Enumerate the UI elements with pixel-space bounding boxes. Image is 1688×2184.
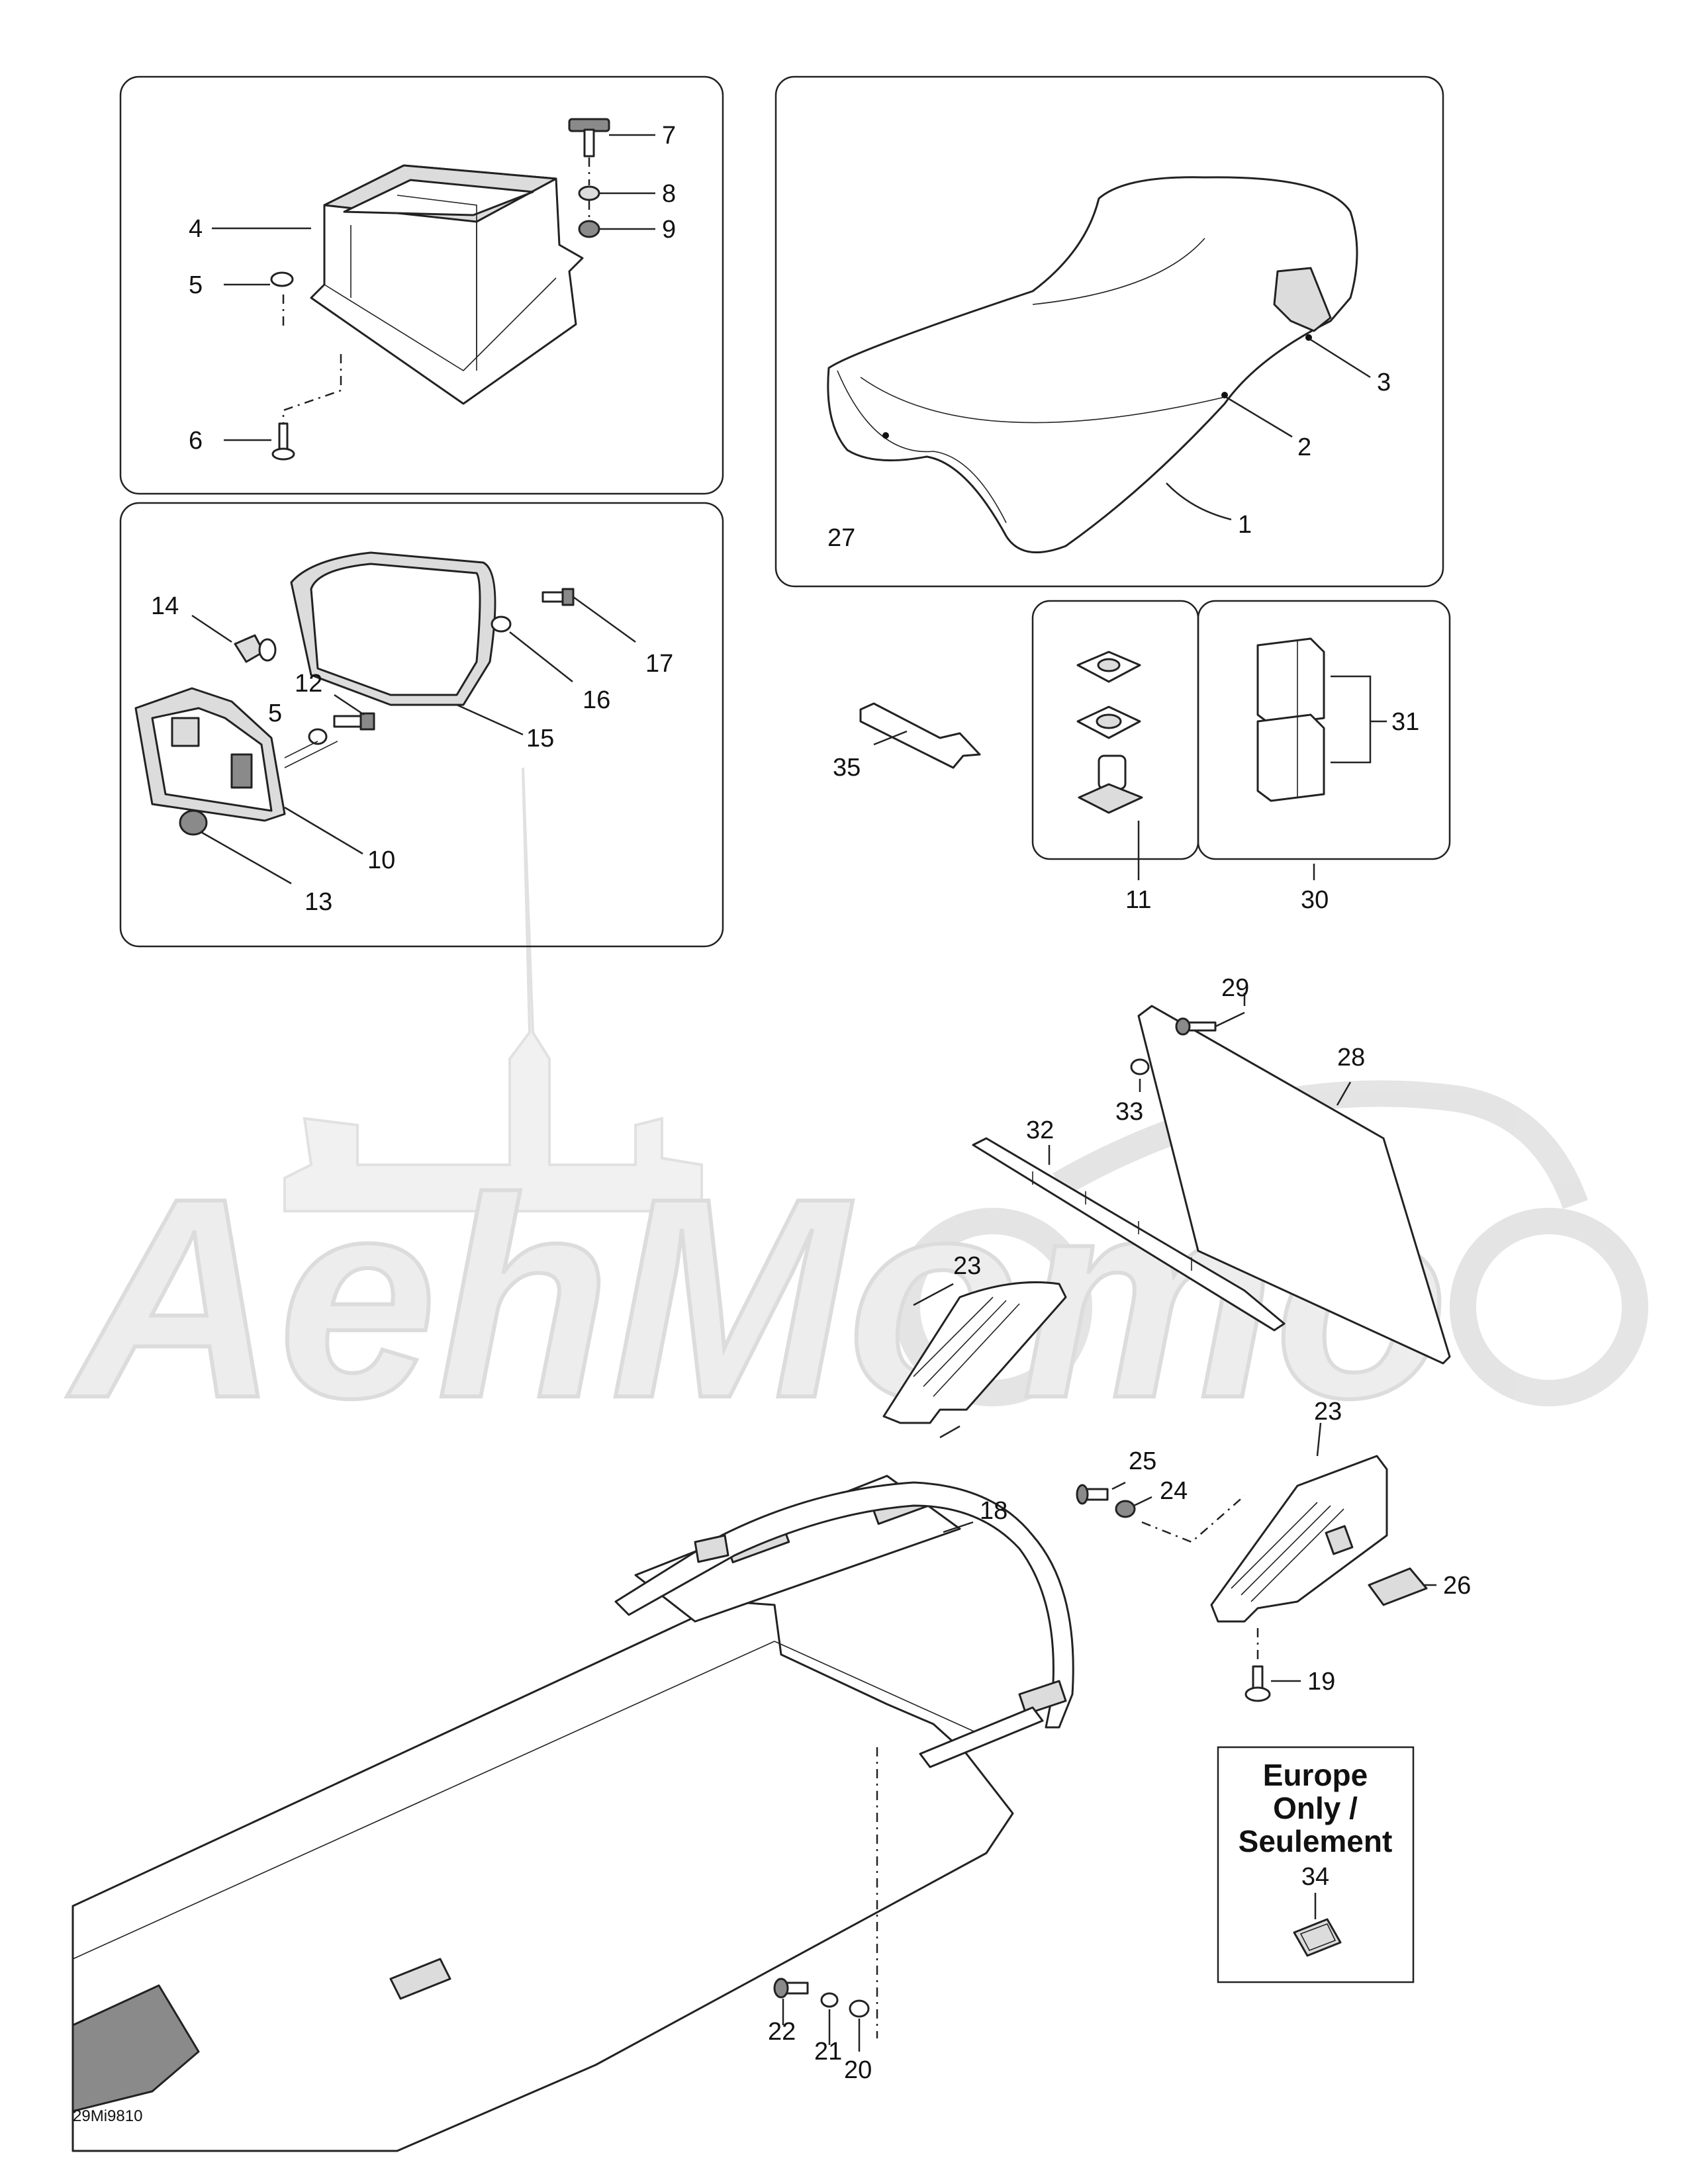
callout-16: 16 — [583, 686, 610, 714]
note-line-3: Seulement — [1239, 1824, 1393, 1858]
lamp-studs — [284, 741, 338, 768]
callout-18: 18 — [980, 1497, 1008, 1525]
nut-13 — [179, 809, 208, 836]
note-line-2: Only / — [1273, 1791, 1358, 1825]
drawing-code: 29Mi9810 — [73, 2107, 142, 2125]
callout-23a: 23 — [953, 1252, 981, 1280]
callout-5b: 5 — [268, 700, 282, 727]
assembly-line-box — [282, 295, 342, 424]
screw-7 — [568, 118, 610, 158]
callout-27: 27 — [827, 524, 855, 552]
washer-5b — [308, 728, 328, 745]
callout-24: 24 — [1160, 1477, 1188, 1505]
flap-reinforcement-32 — [972, 1137, 1286, 1332]
latch-kit-11 — [1076, 651, 1143, 814]
europe-note-box — [1217, 1746, 1415, 1983]
callout-26: 26 — [1443, 1572, 1471, 1600]
mud-flap-28 — [1137, 1005, 1451, 1365]
grab-handle-18 — [614, 1481, 1074, 1768]
washer-33 — [1130, 1058, 1150, 1075]
watermark: AehMomo — [62, 767, 1648, 1459]
callout-30: 30 — [1301, 886, 1329, 914]
screw-25 — [1076, 1484, 1109, 1505]
wrench-35 — [859, 702, 981, 769]
callout-25: 25 — [1129, 1447, 1156, 1475]
callout-35: 35 — [833, 754, 861, 782]
reflector-34 — [1293, 1918, 1342, 1957]
callout-5: 5 — [189, 271, 203, 299]
screw-22 — [773, 1978, 809, 1999]
screw-19 — [1244, 1665, 1271, 1702]
taillight-housing-10 — [134, 687, 286, 822]
screw-17 — [541, 588, 575, 606]
washer-16 — [491, 615, 512, 633]
seat-dot-27 — [882, 432, 889, 439]
battery-box — [310, 164, 584, 405]
washer-20 — [849, 1999, 870, 2018]
nut-24 — [1115, 1500, 1136, 1518]
callout-15: 15 — [526, 725, 554, 752]
callout-6: 6 — [189, 427, 203, 455]
callout-3: 3 — [1377, 369, 1391, 396]
nut-9 — [578, 220, 600, 238]
trim-23a — [882, 1281, 1067, 1424]
callout-23b: 23 — [1314, 1398, 1342, 1426]
rivet-29 — [1175, 1011, 1245, 1036]
callout-7: 7 — [662, 122, 676, 150]
callout-17: 17 — [645, 650, 673, 678]
bulb-14 — [234, 634, 277, 663]
taillight-lens-15 — [290, 551, 496, 706]
note-line-1: Europe — [1263, 1758, 1368, 1792]
callout-2: 2 — [1297, 433, 1311, 461]
callout-20: 20 — [844, 2056, 872, 2084]
callout-14: 14 — [151, 592, 179, 620]
callout-32: 32 — [1026, 1116, 1054, 1144]
callout-31: 31 — [1391, 708, 1419, 736]
washer-8 — [578, 185, 600, 201]
bumper-kit-30 — [1256, 637, 1325, 802]
callout-8: 8 — [662, 180, 676, 208]
leader-lines — [191, 134, 1436, 2052]
seat-1 — [827, 176, 1358, 554]
callout-28: 28 — [1337, 1044, 1365, 1071]
callout-29: 29 — [1221, 974, 1249, 1002]
callout-1: 1 — [1238, 511, 1252, 539]
callout-11: 11 — [1125, 886, 1151, 914]
callout-9: 9 — [662, 216, 676, 244]
callout-19: 19 — [1307, 1668, 1335, 1696]
washer-21 — [820, 1992, 839, 2008]
screw-6 — [271, 422, 295, 461]
panel-bumper-kit — [1197, 600, 1451, 860]
trim-23b — [1210, 1455, 1388, 1623]
callout-33: 33 — [1115, 1098, 1143, 1126]
callout-22: 22 — [768, 2018, 796, 2046]
callout-4: 4 — [189, 215, 203, 243]
panel-seat — [774, 75, 1444, 588]
panel-taillight — [119, 502, 724, 948]
assembly-line-trim — [1141, 1495, 1245, 1543]
callout-21: 21 — [814, 2038, 842, 2066]
callout-12: 12 — [295, 670, 322, 698]
callout-numbers: 1 2 3 4 5 6 7 8 9 10 11 12 13 14 15 16 1… — [151, 122, 1471, 2084]
callout-10: 10 — [367, 846, 395, 874]
note-part-number: 34 — [1301, 1863, 1329, 1891]
panel-battery-box — [119, 75, 724, 495]
bracket-31 — [1331, 675, 1387, 764]
callout-13: 13 — [305, 888, 332, 916]
reflector-26 — [1368, 1567, 1428, 1606]
screw-12 — [333, 712, 375, 731]
rear-tunnel — [71, 1475, 1014, 2152]
washer-5a — [270, 271, 294, 287]
